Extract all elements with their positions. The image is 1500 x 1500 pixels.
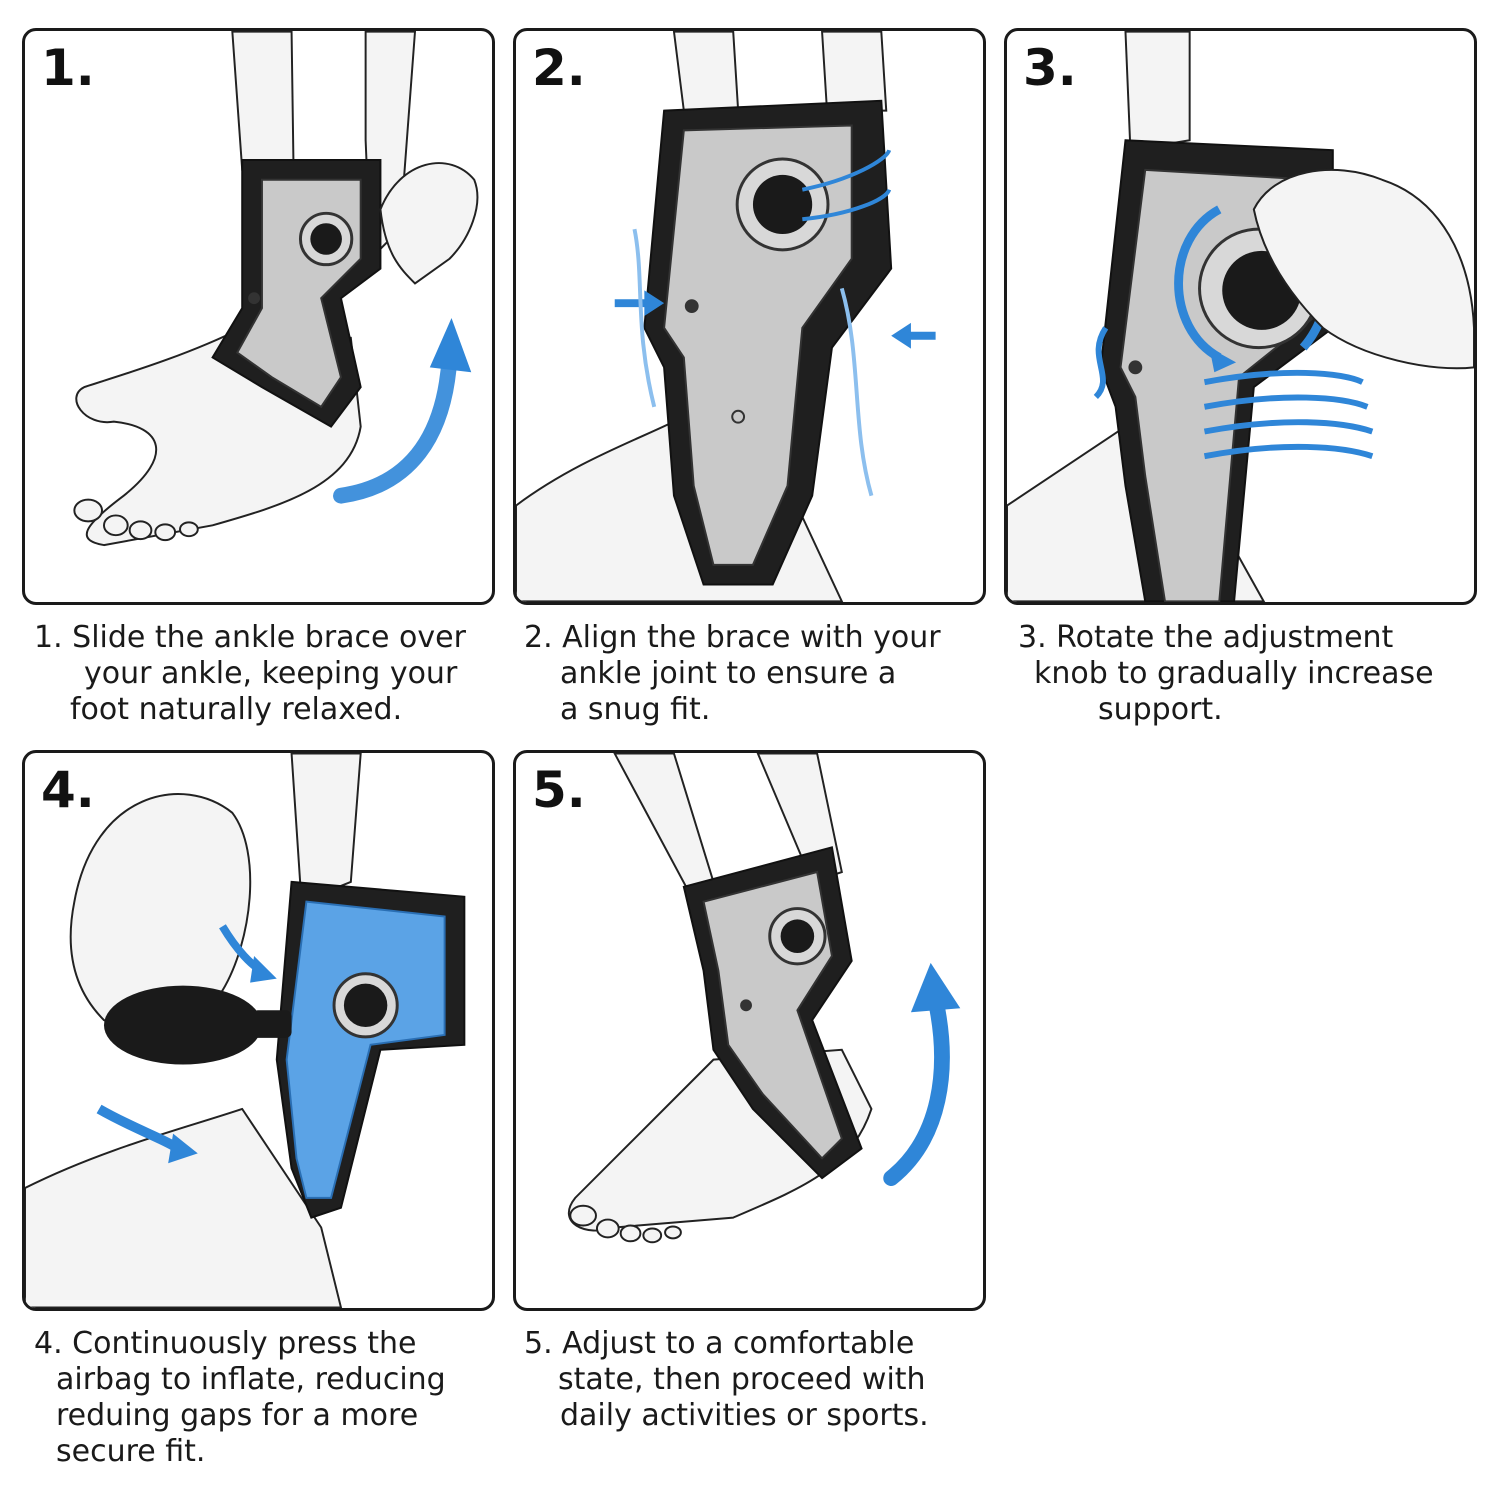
- caption-line: 5. Adjust to a comfortable: [524, 1326, 915, 1361]
- step-3-panel: 3.: [1004, 28, 1477, 605]
- lift-arrow-icon: [333, 349, 458, 504]
- caption-line: 1. Slide the ankle brace over: [34, 620, 466, 655]
- caption-line: secure fit.: [56, 1434, 206, 1469]
- caption-line: knob to gradually increase: [1034, 656, 1434, 691]
- caption-line: your ankle, keeping your: [84, 656, 458, 691]
- hand-icon: [1252, 168, 1474, 370]
- inflation-pump-icon: [103, 985, 262, 1065]
- adjustment-knob-icon: [310, 223, 342, 255]
- step-1-panel: 1.: [22, 28, 495, 605]
- caption-line: 3. Rotate the adjustment: [1018, 620, 1394, 655]
- caption-line: reduing gaps for a more: [56, 1398, 419, 1433]
- step-4-panel: 4.: [22, 750, 495, 1311]
- step-4-illustration: [25, 753, 466, 1308]
- walk-arrow-icon: [883, 992, 950, 1187]
- hand-icon: [379, 162, 479, 285]
- adjustment-knob-icon: [780, 919, 815, 953]
- adjustment-knob-icon: [343, 983, 388, 1028]
- rotate-arrow-icon: [1174, 205, 1222, 362]
- step-2-caption: 2. Align the brace with your ankle joint…: [524, 620, 941, 728]
- step-number: 2.: [532, 39, 586, 97]
- caption-line: 2. Align the brace with your: [524, 620, 941, 655]
- toes-icon: [569, 1204, 682, 1244]
- caption-line: daily activities or sports.: [560, 1398, 929, 1433]
- step-5-panel: 5.: [513, 750, 986, 1311]
- step-2-panel: 2.: [513, 28, 986, 605]
- adjustment-knob-icon: [752, 174, 813, 235]
- step-3-illustration: [1007, 31, 1474, 602]
- caption-line: ankle joint to ensure a: [560, 656, 897, 691]
- toes-icon: [73, 498, 199, 542]
- step-3-caption: 3. Rotate the adjustment knob to gradual…: [1018, 620, 1434, 728]
- caption-line: support.: [1098, 692, 1223, 727]
- caption-line: foot naturally relaxed.: [70, 692, 403, 727]
- step-2-illustration: [516, 31, 936, 602]
- caption-line: 4. Continuously press the: [34, 1326, 417, 1361]
- step-number: 1.: [41, 39, 95, 97]
- step-number: 3.: [1023, 39, 1077, 97]
- step-number: 4.: [41, 761, 95, 819]
- step-5-illustration: [567, 753, 961, 1244]
- caption-line: state, then proceed with: [558, 1362, 926, 1397]
- step-1-caption: 1. Slide the ankle brace over your ankle…: [34, 620, 466, 728]
- caption-line: a snug fit.: [560, 692, 711, 727]
- airbag-icon: [285, 900, 446, 1199]
- step-1-illustration: [73, 31, 479, 547]
- step-5-caption: 5. Adjust to a comfortable state, then p…: [524, 1326, 929, 1434]
- step-4-caption: 4. Continuously press the airbag to infl…: [34, 1326, 446, 1470]
- caption-line: airbag to inflate, reducing: [56, 1362, 446, 1397]
- step-number: 5.: [532, 761, 586, 819]
- hand-icon: [69, 793, 252, 1031]
